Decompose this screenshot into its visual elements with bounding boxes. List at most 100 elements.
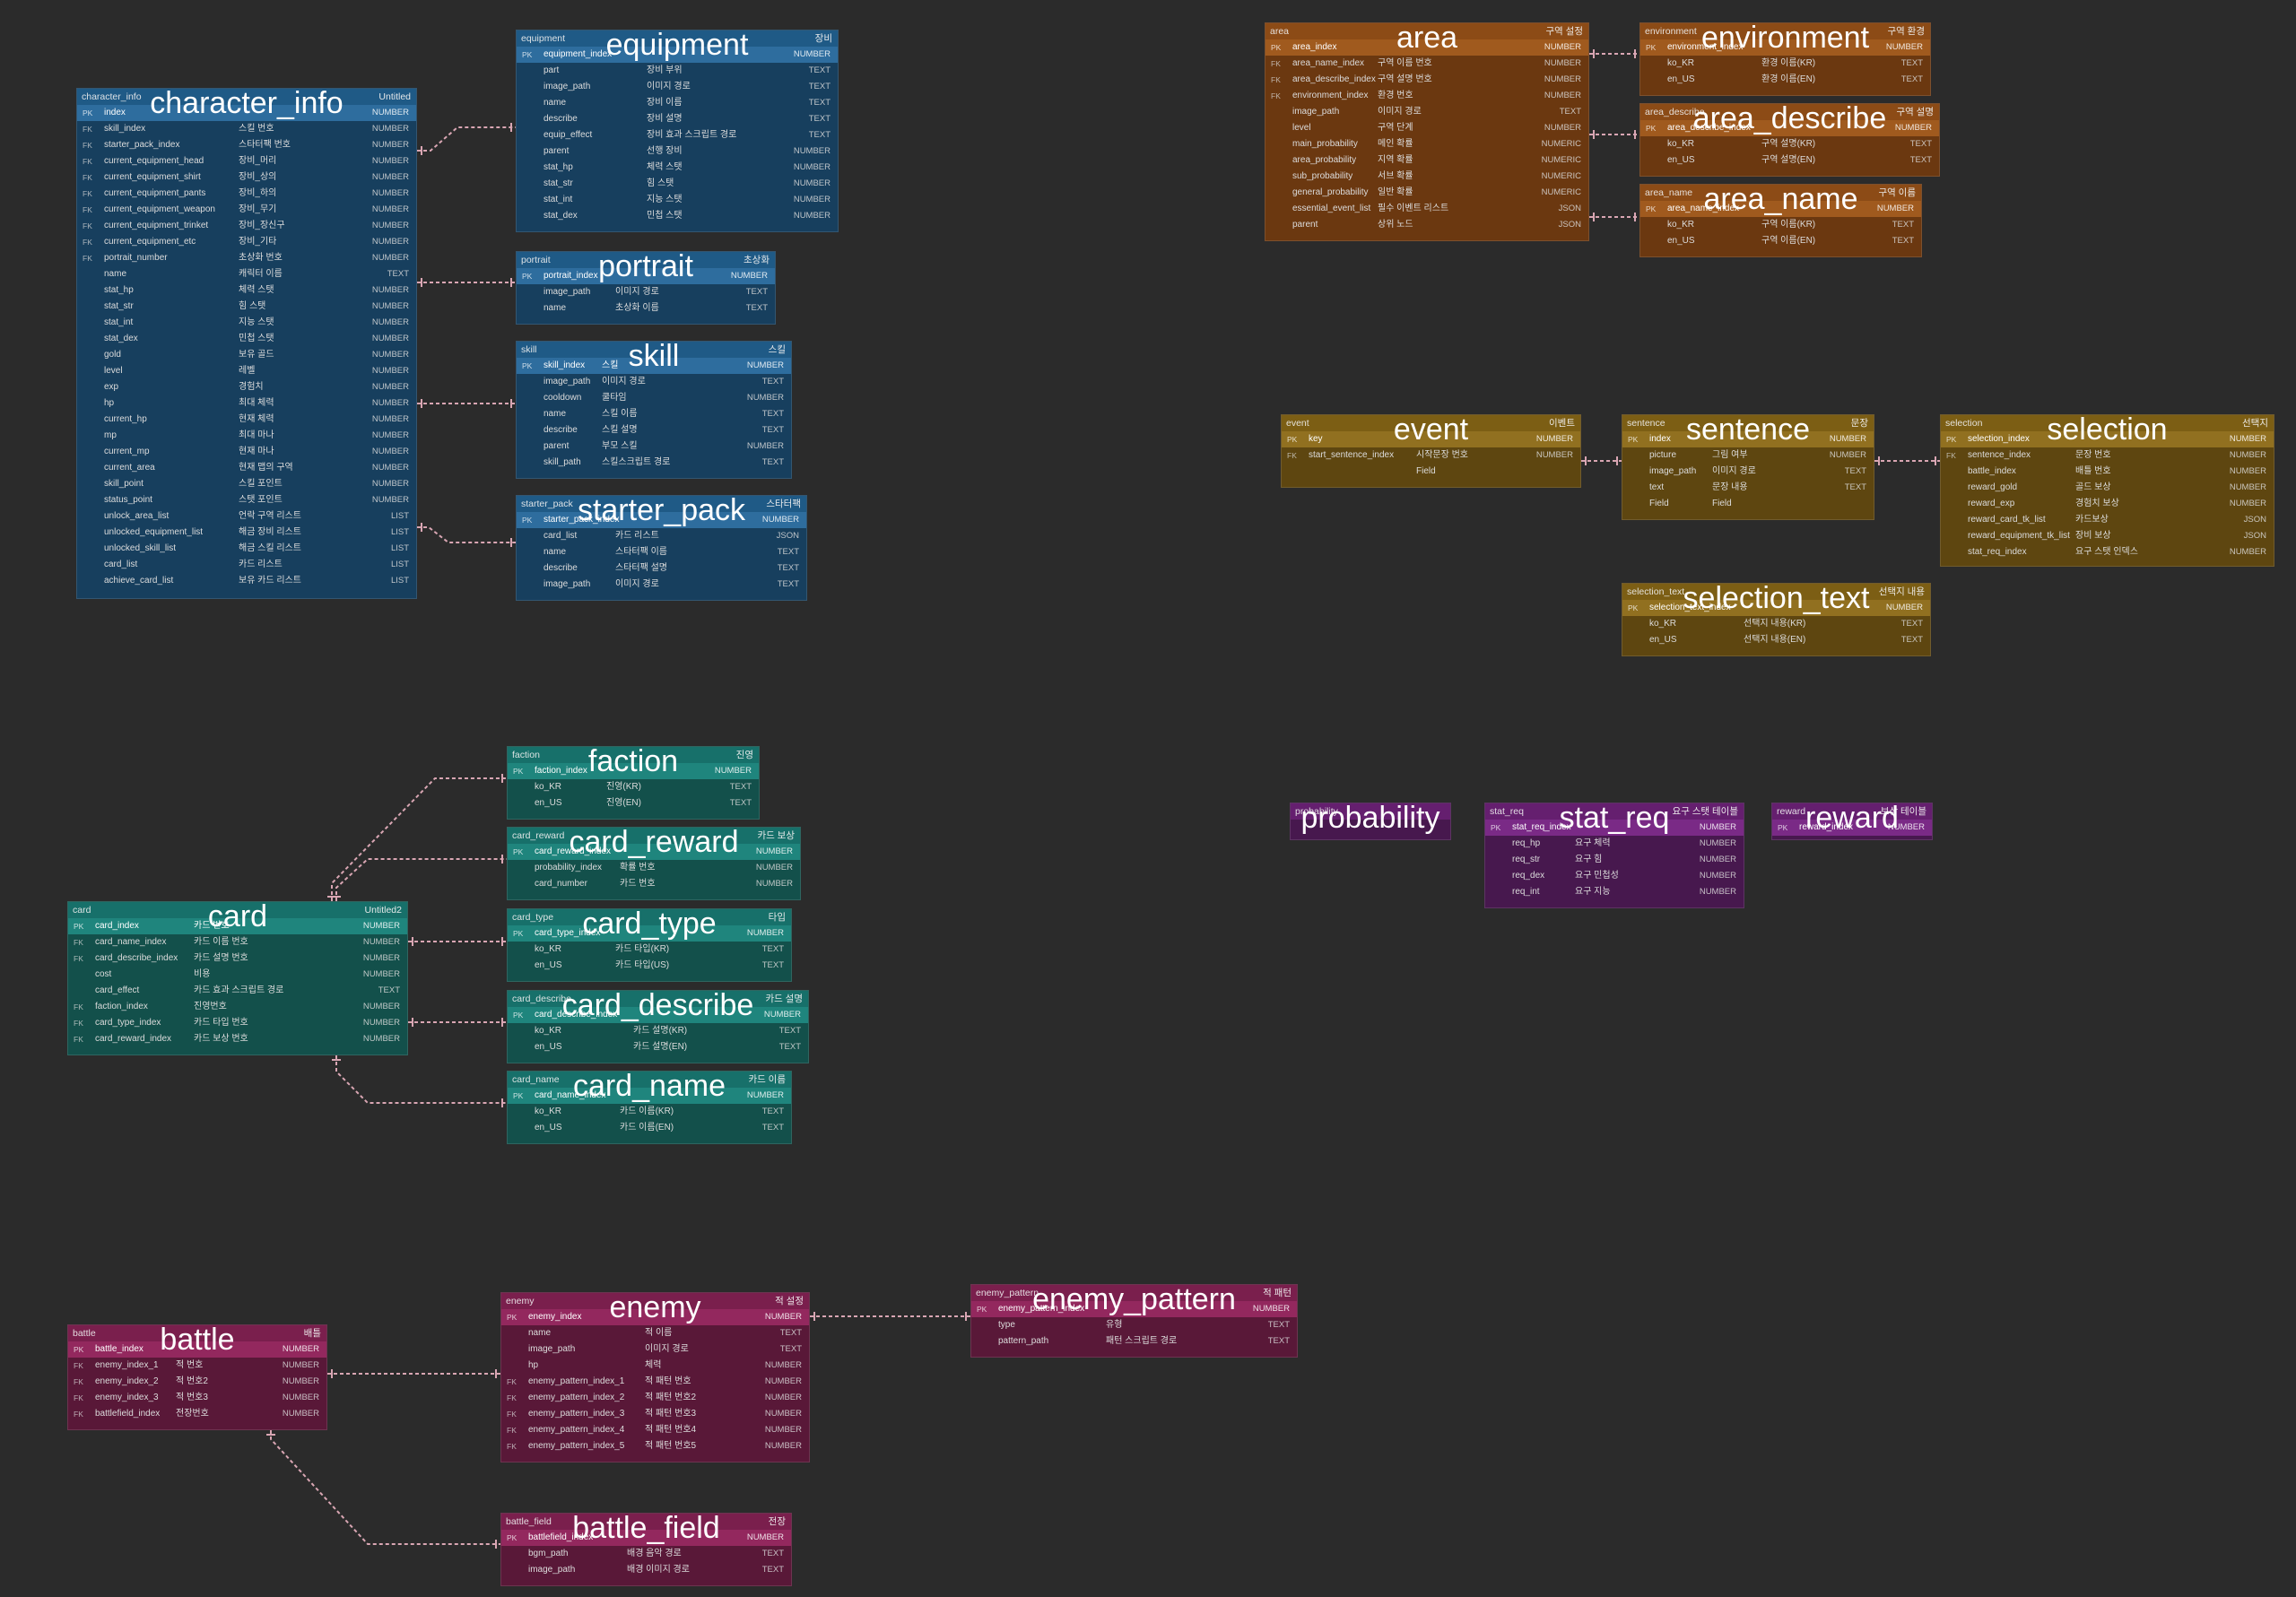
- table-row[interactable]: Field: [1282, 464, 1580, 480]
- relation-line-card-faction[interactable]: [331, 777, 507, 901]
- relation-line-card-card-name[interactable]: [335, 1055, 507, 1104]
